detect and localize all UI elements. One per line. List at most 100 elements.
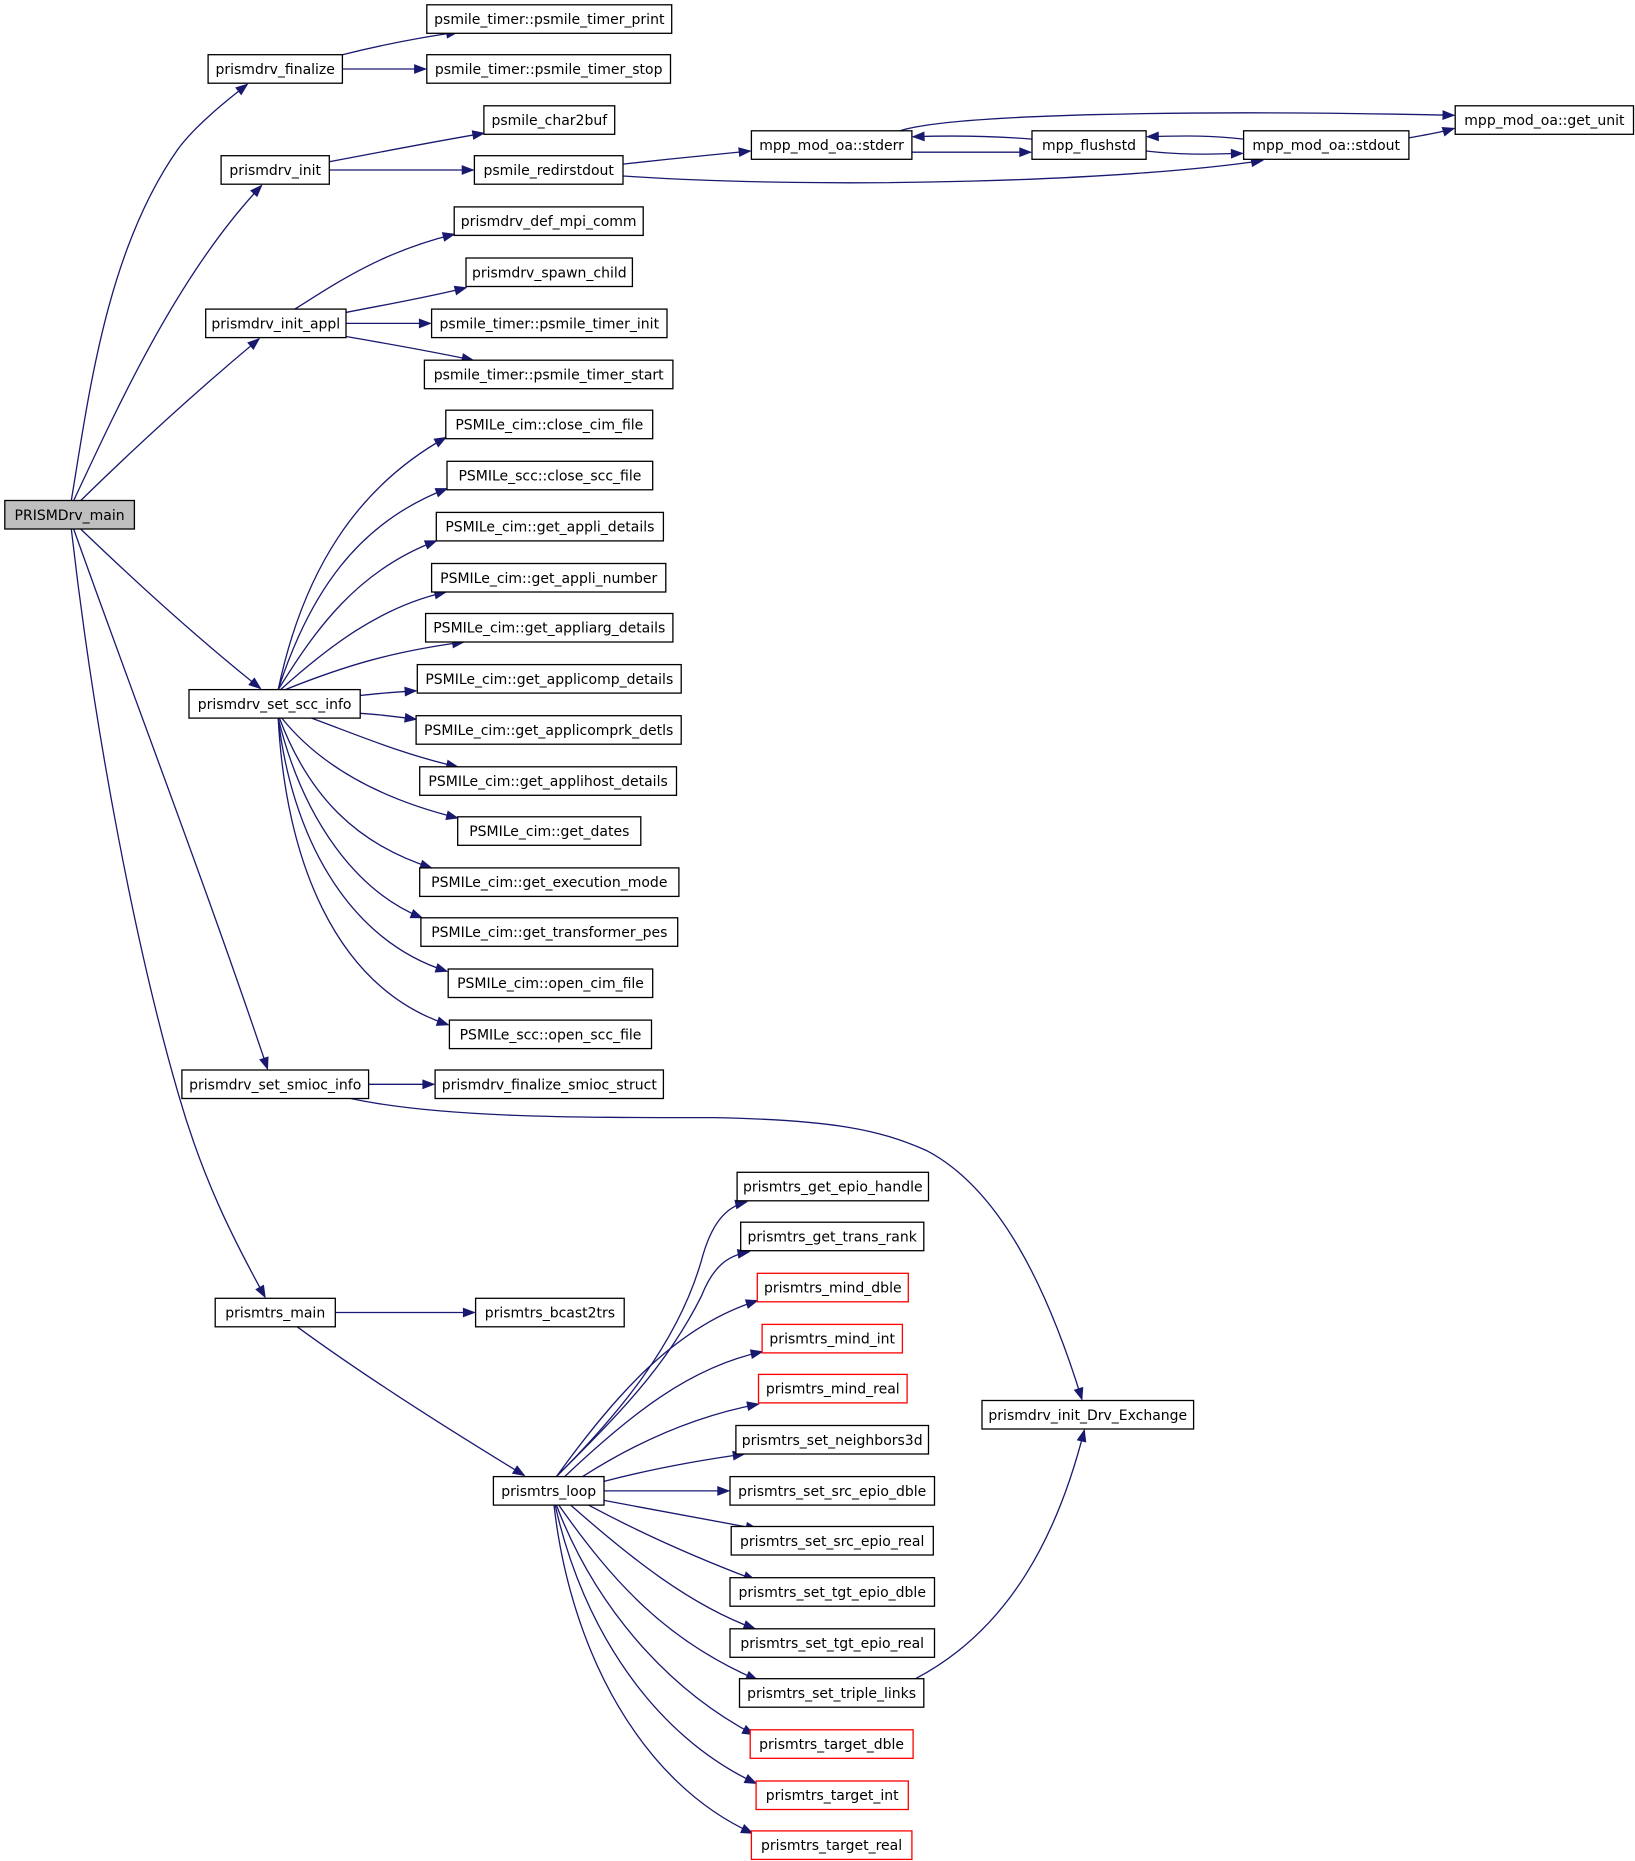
- node-finalize-smioc-struct[interactable]: prismdrv_finalize_smioc_struct: [434, 1069, 665, 1100]
- node-char2buf[interactable]: psmile_char2buf: [483, 105, 616, 135]
- edge-init_appl-to-spawn_child: [344, 285, 468, 314]
- edge-arrowhead: [259, 1056, 269, 1071]
- edge-line: [281, 717, 458, 819]
- node-init-appl[interactable]: prismdrv_init_appl: [205, 308, 347, 339]
- node-set-tgt-epio-real[interactable]: prismtrs_set_tgt_epio_real: [729, 1628, 936, 1658]
- node-set-tgt-epio-dble[interactable]: prismtrs_set_tgt_epio_dble: [729, 1577, 936, 1607]
- edge-line: [344, 287, 467, 314]
- edge-trs_loop-to-set_triple_links: [558, 1504, 759, 1681]
- edge-arrowhead: [740, 1824, 754, 1834]
- node-box: [419, 766, 678, 796]
- node-open-cim-file[interactable]: PSMILe_cim::open_cim_file: [447, 968, 654, 999]
- node-set-scc-info[interactable]: prismdrv_set_scc_info: [188, 688, 361, 719]
- edge-line: [311, 717, 458, 768]
- node-stderr[interactable]: mpp_mod_oa::stderr: [750, 130, 913, 160]
- node-root[interactable]: PRISMDrv_main: [4, 499, 136, 530]
- node-bcast2trs[interactable]: prismtrs_bcast2trs: [474, 1297, 625, 1328]
- edge-line: [564, 1351, 763, 1478]
- node-get-appli-number[interactable]: PSMILe_cim::get_appli_number: [430, 562, 667, 593]
- node-box: [736, 1171, 930, 1202]
- node-label: prismtrs_target_int: [766, 1788, 899, 1804]
- edge-arrowhead: [1145, 131, 1159, 142]
- node-init-drv-exchange[interactable]: prismdrv_init_Drv_Exchange: [981, 1399, 1195, 1430]
- node-label: prismtrs_get_trans_rank: [748, 1230, 918, 1246]
- node-get-applicomp-details[interactable]: PSMILe_cim::get_applicomp_details: [416, 663, 682, 694]
- node-label: psmile_char2buf: [491, 113, 608, 129]
- node-set-smioc-info[interactable]: prismdrv_set_smioc_info: [181, 1069, 370, 1100]
- node-set-src-epio-real[interactable]: prismtrs_set_src_epio_real: [730, 1525, 934, 1556]
- edge-line: [345, 335, 474, 361]
- node-open-scc-file[interactable]: PSMILe_scc::open_scc_file: [448, 1019, 653, 1050]
- edge-line: [277, 717, 423, 919]
- edge-init_appl-to-timer_start: [345, 335, 475, 363]
- edge-line: [588, 1504, 756, 1581]
- node-box: [446, 460, 654, 491]
- edge-line: [342, 31, 458, 56]
- edge-set_scc_info-to-get_transformer_pes: [277, 717, 424, 919]
- edge-arrowhead: [746, 1401, 760, 1412]
- edge-set_scc_info-to-get_dates: [281, 717, 460, 820]
- node-set-neighbors3d[interactable]: prismtrs_set_neighbors3d: [735, 1424, 930, 1455]
- node-mind-int[interactable]: prismtrs_mind_int: [761, 1323, 904, 1354]
- node-target-int[interactable]: prismtrs_target_int: [755, 1780, 909, 1811]
- edge-arrowhead: [742, 1620, 757, 1630]
- node-close-cim-file[interactable]: PSMILe_cim::close_cim_file: [445, 409, 654, 440]
- node-timer-stop[interactable]: psmile_timer::psmile_timer_stop: [426, 54, 672, 84]
- node-set-src-epio-dble[interactable]: prismtrs_set_src_epio_dble: [729, 1475, 936, 1506]
- node-target-dble[interactable]: prismtrs_target_dble: [749, 1729, 914, 1759]
- edge-trs_loop-to-get_epio_handle: [555, 1199, 748, 1478]
- node-close-scc-file[interactable]: PSMILe_scc::close_scc_file: [446, 460, 654, 491]
- node-get-execution-mode[interactable]: PSMILe_cim::get_execution_mode: [419, 867, 680, 898]
- edge-arrowhead: [717, 1485, 731, 1496]
- nodes-layer: PRISMDrv_main prismdrv_finalize psmile_tim…: [4, 4, 1635, 1861]
- node-stdout[interactable]: mpp_mod_oa::stdout: [1242, 130, 1410, 160]
- node-label: mpp_mod_oa::stdout: [1252, 138, 1400, 154]
- node-box: [756, 1272, 909, 1303]
- node-timer-init[interactable]: psmile_timer::psmile_timer_init: [430, 308, 668, 339]
- node-label: PSMILe_cim::get_transformer_pes: [431, 925, 667, 941]
- node-get-dates[interactable]: PSMILe_cim::get_dates: [457, 816, 642, 846]
- node-timer-print[interactable]: psmile_timer::psmile_timer_print: [426, 4, 673, 34]
- edge-arrowhead: [247, 337, 261, 350]
- node-mind-real[interactable]: prismtrs_mind_real: [757, 1373, 908, 1404]
- node-get-transformer-pes[interactable]: PSMILe_cim::get_transformer_pes: [420, 917, 679, 947]
- node-timer-start[interactable]: psmile_timer::psmile_timer_start: [423, 359, 674, 390]
- node-get-applicomprk-detls[interactable]: PSMILe_cim::get_applicomprk_detls: [415, 715, 682, 745]
- node-finalize[interactable]: prismdrv_finalize: [207, 54, 344, 84]
- node-label: prismtrs_mind_int: [769, 1332, 895, 1348]
- edge-trs_loop-to-mind_dble: [555, 1299, 759, 1477]
- node-redirstdout[interactable]: psmile_redirstdout: [473, 155, 624, 185]
- node-init[interactable]: prismdrv_init: [220, 155, 330, 185]
- node-mind-dble[interactable]: prismtrs_mind_dble: [756, 1272, 909, 1303]
- node-get-epio-handle[interactable]: prismtrs_get_epio_handle: [736, 1171, 930, 1202]
- edge-line: [350, 1097, 1083, 1400]
- node-trs-main[interactable]: prismtrs_main: [214, 1297, 336, 1328]
- node-flushstd[interactable]: mpp_flushstd: [1031, 130, 1147, 160]
- edge-line: [555, 1300, 758, 1477]
- node-trs-loop[interactable]: prismtrs_loop: [492, 1475, 605, 1506]
- node-get-applihost-details[interactable]: PSMILe_cim::get_applihost_details: [419, 766, 678, 796]
- node-set-triple-links[interactable]: prismtrs_set_triple_links: [738, 1678, 925, 1708]
- node-box: [220, 155, 330, 185]
- node-spawn-child[interactable]: prismdrv_spawn_child: [465, 257, 634, 288]
- node-get-appliarg-details[interactable]: PSMILe_cim::get_appliarg_details: [424, 612, 674, 643]
- node-box: [729, 1475, 936, 1506]
- node-label: prismtrs_set_src_epio_real: [740, 1534, 924, 1550]
- edge-redirstdout-to-stderr: [622, 147, 752, 165]
- edge-line: [555, 1201, 747, 1478]
- node-get-appli-details[interactable]: PSMILe_cim::get_appli_details: [435, 511, 665, 542]
- node-get-trans-rank[interactable]: prismtrs_get_trans_rank: [740, 1221, 925, 1252]
- node-label: prismtrs_set_tgt_epio_real: [740, 1636, 924, 1652]
- edge-line: [277, 718, 449, 1026]
- node-box: [214, 1297, 336, 1328]
- node-get-unit[interactable]: mpp_mod_oa::get_unit: [1454, 105, 1635, 135]
- edge-arrowhead: [404, 712, 418, 723]
- edge-line: [582, 1403, 759, 1478]
- node-def-mpi-comm[interactable]: prismdrv_def_mpi_comm: [453, 206, 644, 237]
- edge-arrowhead: [422, 1079, 436, 1090]
- node-box: [435, 511, 665, 542]
- edge-arrowhead: [743, 1774, 758, 1784]
- node-target-real[interactable]: prismtrs_target_real: [750, 1830, 913, 1861]
- edge-set_smioc_info-to-finalize_smioc_struct: [368, 1079, 436, 1090]
- node-label: PSMILe_cim::get_appli_number: [440, 571, 657, 587]
